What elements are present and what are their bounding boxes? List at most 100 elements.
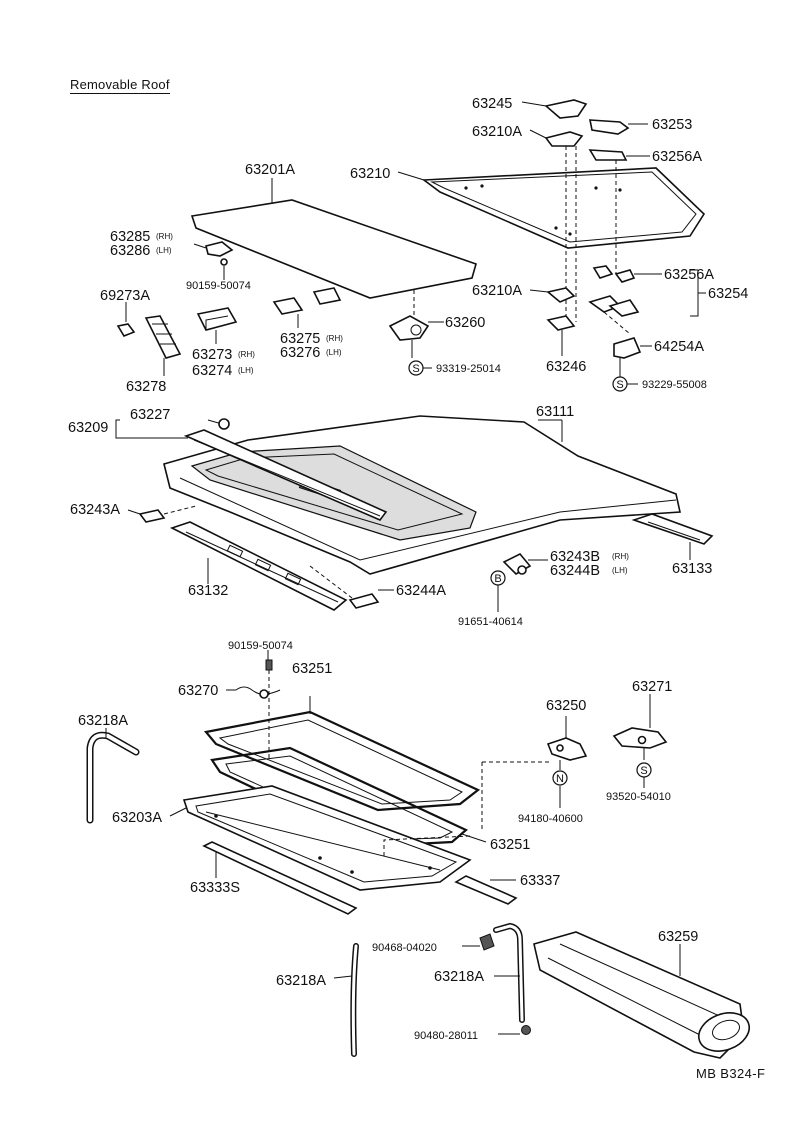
diagram-title: Removable Roof [70,77,170,94]
part-63256A-top-pad [588,149,650,161]
part-63133-rear-rail [631,513,714,560]
label-63337: 63337 [520,873,560,889]
part-63275-bracket [272,287,342,328]
label-63285-side: (RH) [156,232,173,241]
label-63285: 63285 [110,229,150,245]
screw-symbol: S [612,376,638,392]
part-63333S-seal-strip [202,841,358,915]
label-63244B: 63244B [550,563,600,579]
diagram-reference-code: MB B324-F [696,1066,766,1081]
part-63209-roof-rail-assembly [115,419,388,521]
label-63253: 63253 [652,117,692,133]
label-93520: 93520-54010 [606,791,671,803]
part-63210-glass-panel [397,167,706,249]
label-90159-mid: 90159-50074 [228,640,293,652]
label-63203A: 63203A [112,810,162,826]
part-63244A-bracket [309,565,394,609]
label-63218A-mid: 63218A [434,969,484,985]
label-94180: 94180-40600 [518,813,583,825]
part-63253-pad [589,119,648,135]
part-63251-upper-weatherstrip [203,696,481,812]
label-63111: 63111 [536,404,574,420]
label-93319: 93319-25014 [436,363,501,375]
svg-text:S: S [640,765,647,777]
label-63243B-side: (RH) [612,552,629,561]
part-63260-stopper [388,290,444,358]
svg-text:N: N [556,773,564,785]
part-63245-cap [521,99,588,119]
label-63333S: 63333S [190,880,240,896]
part-63227-bolt [218,418,230,430]
part-63132-front-rail [169,521,348,611]
label-63276-side: (LH) [326,348,342,357]
label-69273A: 69273A [100,288,150,304]
label-63256A-top: 63256A [652,149,702,165]
nut-symbol: N [552,770,568,786]
label-63274: 63274 [192,363,232,379]
label-63259: 63259 [658,929,698,945]
label-90480: 90480-28011 [414,1030,478,1042]
label-63271: 63271 [632,679,672,695]
label-90159-top: 90159-50074 [186,280,251,292]
label-63251-bot: 63251 [490,837,530,853]
part-63246-bracket [546,315,576,356]
part-90159-lower-bolt [265,659,273,760]
part-69273A-clip [116,302,136,337]
label-63275: 63275 [280,331,320,347]
part-63218A-mid-drain-hose [493,922,525,1023]
guide-line [383,835,471,856]
part-63285-hinge [193,241,234,276]
label-63254: 63254 [708,286,748,302]
svg-text:S: S [412,363,419,375]
part-63251-lower-weatherstrip [210,746,487,848]
part-63278-plate [144,315,182,376]
label-91651: 91651-40614 [458,616,523,628]
part-63243A-bracket [127,505,197,523]
label-64254A: 64254A [654,339,704,355]
label-63278: 63278 [126,379,166,395]
part-63270-cable [226,686,281,699]
bolt-symbol: B [490,570,506,586]
label-63132: 63132 [188,583,228,599]
label-63133: 63133 [672,561,712,577]
part-63250-bracket [546,716,588,770]
part-64254A-latch [613,337,652,378]
part-63210A-mid-bracket [529,287,576,303]
label-63244B-side: (LH) [612,566,628,575]
part-63210A-top-bracket [529,129,584,147]
label-63209: 63209 [68,420,108,436]
label-63286-side: (LH) [156,246,172,255]
label-63276: 63276 [280,345,320,361]
label-63245: 63245 [472,96,512,112]
part-63256A-mid-pad [592,265,662,283]
part-63243B-bracket [502,553,548,575]
label-63243A: 63243A [70,502,120,518]
label-63210: 63210 [350,166,390,182]
label-63273-side: (RH) [238,350,255,359]
part-63201A-roof-panel [190,178,477,299]
part-63337-seal-strip [454,875,518,905]
label-63273: 63273 [192,347,232,363]
label-63201A: 63201A [245,162,295,178]
label-93229: 93229-55008 [642,379,707,391]
part-63203A-housing-frame [169,785,472,891]
screw-symbol: S [408,360,432,376]
label-63274-side: (LH) [238,366,254,375]
label-63218A-left: 63218A [78,713,128,729]
svg-text:B: B [494,573,501,585]
label-63210A-mid: 63210A [472,283,522,299]
part-63273-lock [196,307,238,344]
label-63251-top: 63251 [292,661,332,677]
label-63250: 63250 [546,698,586,714]
part-63271-bracket [612,694,668,760]
part-63259-storage-bag [533,931,750,1059]
label-90468: 90468-04020 [372,942,437,954]
label-63227: 63227 [130,407,170,423]
part-63218A-low-drain-hose [333,943,359,1057]
label-63246: 63246 [546,359,586,375]
svg-text:S: S [616,379,623,391]
label-63244A: 63244A [396,583,446,599]
part-63254-bracket-set [588,295,640,335]
